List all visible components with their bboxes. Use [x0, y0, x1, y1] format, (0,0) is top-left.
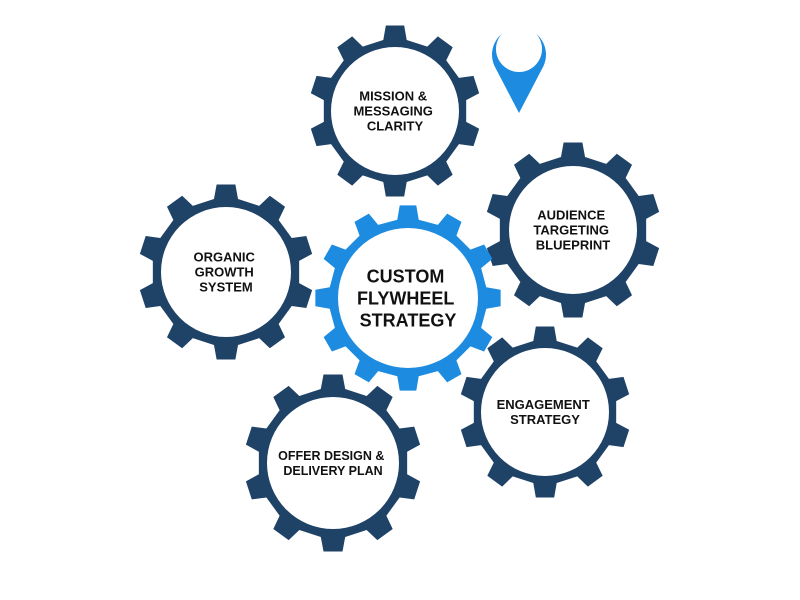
gear-center: CUSTOM FLYWHEEL STRATEGY	[315, 205, 501, 391]
gear-engagement-label: ENGAGEMENT STRATEGY	[497, 397, 594, 427]
gear-offer-line-2: DELIVERY PLAN	[283, 464, 382, 478]
start-here-label: START HERE	[500, 38, 537, 61]
gear-mission-line-1: MISSION &	[359, 89, 427, 104]
gear-audience-line-1: AUDIENCE	[537, 208, 605, 223]
gear-organic-line-2: GROWTH	[195, 265, 254, 280]
gear-organic-label: ORGANIC GROWTH SYSTEM	[193, 250, 258, 295]
gear-center-line-3: STRATEGY	[360, 310, 457, 330]
gear-center-line-2: FLYWHEEL	[357, 288, 454, 308]
start-here-line-2: HERE	[504, 49, 533, 61]
map-pin-inner-circle	[496, 26, 542, 72]
gear-audience-line-3: BLUEPRINT	[536, 238, 610, 253]
gear-offer-label: OFFER DESIGN & DELIVERY PLAN	[278, 449, 388, 478]
gear-audience-line-2: TARGETING	[533, 223, 609, 238]
gear-audience-label: AUDIENCE TARGETING BLUEPRINT	[533, 208, 612, 253]
gear-engagement-line-1: ENGAGEMENT	[497, 397, 590, 412]
gear-offer-line-1: OFFER DESIGN &	[278, 449, 384, 463]
start-here-line-1: START	[500, 38, 535, 50]
gear-center-label: CUSTOM FLYWHEEL STRATEGY	[357, 266, 459, 330]
gear-mission-label: MISSION & MESSAGING CLARITY	[353, 89, 436, 134]
gear-organic-line-1: ORGANIC	[193, 250, 255, 265]
gear-offer: OFFER DESIGN & DELIVERY PLAN	[245, 374, 421, 552]
gear-organic-line-3: SYSTEM	[199, 280, 252, 295]
gear-mission-line-3: CLARITY	[367, 119, 424, 134]
gear-mission: MISSION & MESSAGING CLARITY	[310, 25, 480, 197]
gear-engagement: ENGAGEMENT STRATEGY	[460, 326, 630, 498]
map-pin-icon: START HERE	[491, 26, 546, 113]
gear-center-line-1: CUSTOM	[367, 266, 445, 286]
gear-organic: ORGANIC GROWTH SYSTEM	[139, 184, 313, 360]
gear-engagement-line-2: STRATEGY	[510, 412, 580, 427]
gear-audience: AUDIENCE TARGETING BLUEPRINT	[486, 142, 660, 318]
gear-mission-line-2: MESSAGING	[353, 104, 432, 119]
